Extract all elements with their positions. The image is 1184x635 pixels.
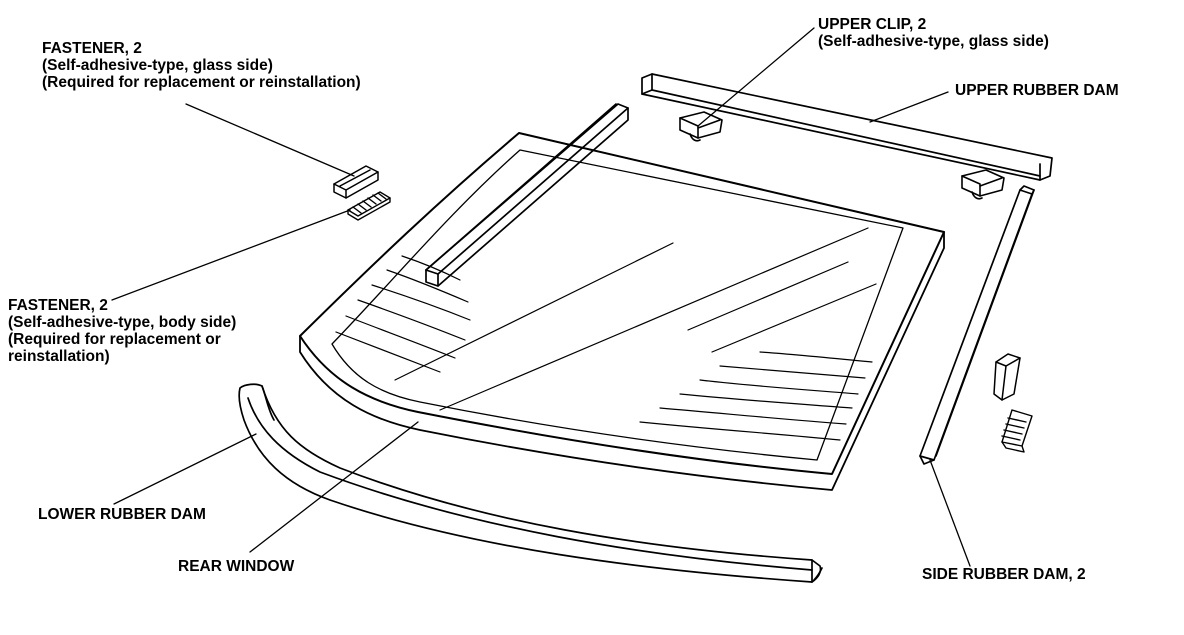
- rear-window-edge: [299, 231, 945, 491]
- label-upper-clip: UPPER CLIP, 2 (Self-adhesive-type, glass…: [818, 16, 1049, 50]
- label-lower-rubber-dam-text: LOWER RUBBER DAM: [38, 506, 206, 523]
- glass-reflections: [394, 227, 877, 411]
- leader-lower-rubber-dam: [113, 433, 257, 505]
- label-fastener-body-title: FASTENER, 2: [8, 297, 108, 314]
- rear-window-inner-border: [331, 149, 904, 461]
- label-side-rubber-dam-text: SIDE RUBBER DAM, 2: [922, 566, 1086, 583]
- leader-fastener-body: [111, 209, 351, 301]
- upper-clip-right: [961, 169, 1005, 200]
- label-fastener-body-line3: (Required for replacement or: [8, 331, 221, 348]
- label-upper-rubber-dam-text: UPPER RUBBER DAM: [955, 82, 1119, 99]
- glass-side-strip: [425, 103, 629, 287]
- label-rear-window-text: REAR WINDOW: [178, 558, 295, 575]
- label-fastener-body-side: FASTENER, 2 (Self-adhesive-type, body si…: [8, 297, 236, 365]
- rear-window: [299, 132, 945, 491]
- fastener-body-side-left: [347, 191, 391, 221]
- label-fastener-glass-side: FASTENER, 2 (Self-adhesive-type, glass s…: [42, 40, 361, 91]
- label-side-rubber-dam: SIDE RUBBER DAM, 2: [922, 566, 1086, 583]
- leader-fastener-glass: [185, 103, 355, 177]
- leader-side-rubber-dam: [929, 459, 971, 567]
- defroster-grid: [335, 255, 873, 441]
- label-fastener-glass-title: FASTENER, 2: [42, 40, 142, 57]
- leader-rear-window: [249, 421, 419, 553]
- label-fastener-glass-line2: (Self-adhesive-type, glass side): [42, 57, 273, 74]
- leader-upper-clip: [697, 27, 815, 127]
- leader-upper-rubber-dam: [869, 91, 949, 123]
- rear-window-outline: [299, 132, 945, 475]
- lower-rubber-dam: [238, 383, 823, 583]
- leader-lines: [111, 27, 971, 567]
- fastener-body-side-right: [1001, 409, 1033, 453]
- label-rear-window: REAR WINDOW: [178, 558, 294, 575]
- upper-clip-left: [679, 111, 723, 142]
- label-lower-rubber-dam: LOWER RUBBER DAM: [38, 506, 206, 523]
- label-fastener-body-line4: reinstallation): [8, 348, 110, 365]
- upper-rubber-dam: [641, 73, 1053, 181]
- fastener-glass-side-left: [333, 165, 379, 199]
- label-upper-clip-line2: (Self-adhesive-type, glass side): [818, 33, 1049, 50]
- label-upper-rubber-dam: UPPER RUBBER DAM: [955, 82, 1119, 99]
- label-fastener-body-line2: (Self-adhesive-type, body side): [8, 314, 237, 331]
- label-upper-clip-title: UPPER CLIP, 2: [818, 16, 927, 33]
- label-fastener-glass-line3: (Required for replacement or reinstallat…: [42, 74, 361, 91]
- fastener-glass-side-right: [993, 353, 1021, 401]
- side-rubber-dam: [919, 185, 1035, 465]
